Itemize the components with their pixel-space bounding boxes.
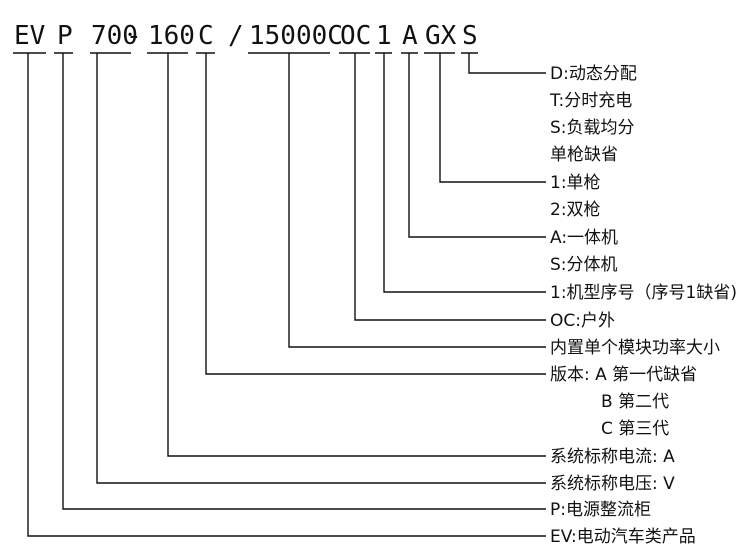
code-segment-current: 160	[148, 21, 195, 51]
desc-version-a: 版本: A 第一代缺省	[550, 365, 697, 385]
leader-current	[167, 53, 546, 457]
leader-ev	[27, 53, 546, 537]
leader-version	[205, 53, 546, 375]
code-segment-type: A	[402, 21, 418, 51]
leader-outdoor	[354, 53, 546, 321]
desc-module-power: 内置单个模块功率大小	[550, 338, 720, 358]
desc-single-gun: 1:单枪	[550, 173, 601, 193]
desc-split: S:分体机	[550, 255, 618, 275]
desc-dynamic-allocation: D:动态分配	[550, 64, 637, 84]
code-segment-slash: /	[228, 21, 244, 51]
desc-integrated: A:一体机	[550, 228, 618, 248]
code-segment-outdoor: OC	[340, 21, 371, 51]
code-segment-gun: GX	[425, 21, 457, 51]
leader-lines	[27, 53, 546, 537]
desc-version-b: B 第二代	[601, 392, 669, 412]
leader-gun	[439, 53, 546, 183]
code-segment-mode: S	[462, 21, 478, 51]
desc-dual-gun: 2:双枪	[550, 200, 601, 220]
leader-p	[62, 53, 546, 510]
code-segment-dash: -	[126, 21, 142, 51]
leader-voltage	[96, 53, 546, 484]
desc-load-balance: S:负载均分	[550, 118, 635, 138]
leader-module	[288, 53, 546, 348]
desc-serial-number: 1:机型序号（序号1缺省)	[550, 283, 737, 303]
leader-mode	[468, 53, 546, 74]
descriptions: D:动态分配 T:分时充电 S:负载均分 单枪缺省 1:单枪 2:双枪 A:一体…	[549, 64, 737, 547]
code-segment-module: 15000C	[249, 21, 343, 51]
leader-type	[408, 53, 546, 238]
desc-time-sharing: T:分时充电	[549, 91, 632, 111]
desc-outdoor: OC:户外	[550, 311, 615, 331]
code-segment-voltage: 700	[91, 21, 138, 51]
code-segment-version: C	[198, 21, 214, 51]
code-segment-p: P	[57, 21, 73, 51]
leader-serial	[383, 53, 546, 293]
desc-single-gun-default: 单枪缺省	[550, 145, 618, 165]
code-segment-ev: EV	[14, 21, 45, 51]
desc-rated-current: 系统标称电流: A	[550, 447, 675, 467]
desc-rated-voltage: 系统标称电压: V	[550, 474, 675, 494]
desc-ev-products: EV:电动汽车类产品	[550, 527, 696, 547]
code-segment-serial: 1	[376, 21, 392, 51]
model-code: EV P 700 - 160 C / 15000C OC 1 A GX S	[14, 21, 478, 51]
desc-version-c: C 第三代	[601, 419, 669, 439]
desc-rectifier-cabinet: P:电源整流柜	[550, 500, 651, 520]
